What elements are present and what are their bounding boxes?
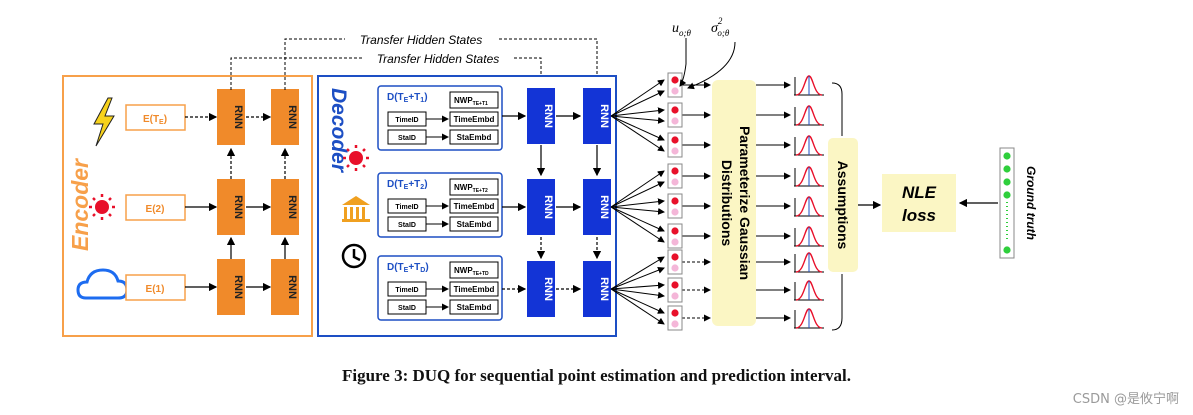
gaussian-curve-icon [794,252,824,273]
encoder-rnn-0-1: RNN [271,89,299,145]
svg-text:RNN: RNN [286,275,298,299]
decoder-title: Decoder [327,88,350,174]
gaussian-curve-icon [794,280,824,301]
nwp-label: NWPTE+TD [454,266,489,277]
ground-truth-column: Ground truth [999,147,1038,259]
sta-embd-label: StaEmbd [457,303,492,312]
output-node-3-3 [667,305,683,331]
sta-embd-label: StaEmbd [457,133,492,142]
gaussian-curve-icon [794,226,824,247]
gaussian-curve-icon [794,75,824,96]
mu-label: uo;θ [672,21,691,38]
bank-icon [342,196,370,222]
nwp-label: NWPTE+T1 [454,96,488,107]
gaussian-curve-icon [794,166,824,187]
svg-text:loss: loss [902,206,936,225]
svg-text:RNN: RNN [232,105,244,129]
decoder-day-label: D(TE+T1) [387,92,428,104]
svg-text:RNN: RNN [232,275,244,299]
encoder-input-1: E(1) [125,274,186,301]
encoder-rnn-1-1: RNN [271,179,299,235]
output-node-1-3 [667,132,683,158]
decoder-rnn-0-1: RNN [583,88,611,144]
sta-id-label: StaID [398,222,416,229]
output-node-1-1 [667,72,683,98]
output-node-3-1 [667,249,683,275]
time-embd-label: TimeEmbd [454,115,495,124]
output-node-2-2 [667,193,683,219]
output-node-2-1 [667,163,683,189]
decoder-rnn-1-1: RNN [583,179,611,235]
svg-text:Parameterize Gaussian: Parameterize Gaussian [737,126,753,280]
encoder-rnn-1-0: RNN [217,179,245,235]
gaussian-curve-icon [794,135,824,156]
lightning-icon [93,97,115,147]
svg-text:E(TE): E(TE) [143,114,167,126]
decoder-rnn-2-0: RNN [527,261,555,317]
gaussian-curve-icon [794,105,824,126]
parameterize-gaussian-box: Parameterize Gaussian Distributions [712,80,756,326]
decoder-arrows [502,111,602,294]
time-id-label: TimeID [395,204,418,211]
svg-text:RNN: RNN [286,105,298,129]
encoder-input-te: E(TE) [125,104,186,131]
encoder-arrows [185,112,290,292]
decoder-rnn-2-1: RNN [583,261,611,317]
time-id-label: TimeID [395,117,418,124]
svg-text:E(1): E(1) [146,284,165,295]
svg-text:RNN: RNN [598,195,610,219]
encoder-rnn-2-0: RNN [217,259,245,315]
svg-text:RNN: RNN [286,195,298,219]
sta-id-label: StaID [398,305,416,312]
figure-caption: Figure 3: DUQ for sequential point estim… [341,366,852,385]
sta-embd-label: StaEmbd [457,220,492,229]
svg-text:Distributions: Distributions [719,160,735,247]
nle-loss-box: NLE loss [882,174,956,232]
svg-text:Assumptions: Assumptions [835,161,851,250]
svg-text:E(2): E(2) [146,204,165,215]
svg-text:RNN: RNN [232,195,244,219]
encoder-title: Encoder [67,158,93,251]
decoder-day-label: D(TE+T2) [387,179,428,191]
encoder-rnn-0-0: RNN [217,89,245,145]
svg-text:RNN: RNN [598,277,610,301]
time-embd-label: TimeEmbd [454,285,495,294]
svg-text:RNN: RNN [542,104,554,128]
sun-icon [89,194,115,220]
encoder-rnn-2-1: RNN [271,259,299,315]
time-embd-label: TimeEmbd [454,202,495,211]
transfer-label-bottom: Transfer Hidden States [377,52,500,66]
decoder-day-label: D(TE+TD) [387,262,429,274]
encoder-input-2: E(2) [125,194,186,221]
output-node-3-2 [667,277,683,303]
gaussian-curve-icon [794,308,824,329]
mu-sigma-arrows [679,38,736,90]
time-id-label: TimeID [395,287,418,294]
transfer-label-top: Transfer Hidden States [360,33,483,47]
decoder-rnn-0-0: RNN [527,88,555,144]
svg-text:NLE: NLE [902,183,937,202]
gaussian-curve-icon [794,196,824,217]
nwp-label: NWPTE+T2 [454,183,488,194]
decoder-rnn-1-0: RNN [527,179,555,235]
sta-id-label: StaID [398,135,416,142]
output-node-1-2 [667,102,683,128]
sun-icon [343,145,369,171]
svg-text:RNN: RNN [542,195,554,219]
clock-icon [341,243,367,269]
svg-text:Ground truth: Ground truth [1024,166,1038,240]
output-node-2-3 [667,223,683,249]
assumption-braces [831,82,843,331]
watermark: CSDN @是攸宁啊 [1072,392,1179,407]
svg-text:RNN: RNN [598,104,610,128]
assumptions-box: Assumptions [828,138,858,272]
svg-text:RNN: RNN [542,277,554,301]
